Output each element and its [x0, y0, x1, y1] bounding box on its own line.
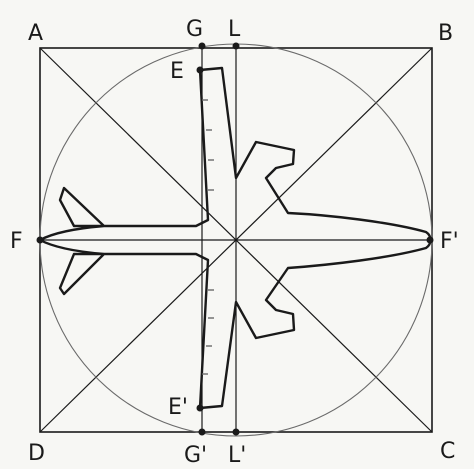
point-l [232, 42, 240, 50]
point-f [36, 236, 44, 244]
label-e: E [170, 59, 184, 84]
point-g-prime [198, 428, 206, 436]
label-f-prime: F' [440, 229, 459, 254]
point-e [196, 66, 204, 74]
label-c: C [440, 439, 455, 464]
airplane-outline [38, 66, 432, 410]
point-g [198, 42, 206, 50]
label-l: L [228, 17, 241, 42]
point-f-prime [426, 236, 434, 244]
label-g: G [186, 17, 203, 42]
wing-tick-marks [202, 99, 214, 375]
label-b: B [438, 21, 453, 46]
label-e-prime: E' [168, 395, 188, 420]
label-f: F [10, 229, 23, 254]
label-g-prime: G' [184, 443, 207, 468]
label-a: A [28, 21, 43, 46]
point-e-prime [196, 404, 204, 412]
point-l-prime [232, 428, 240, 436]
label-d: D [28, 441, 45, 466]
label-l-prime: L' [228, 443, 246, 468]
